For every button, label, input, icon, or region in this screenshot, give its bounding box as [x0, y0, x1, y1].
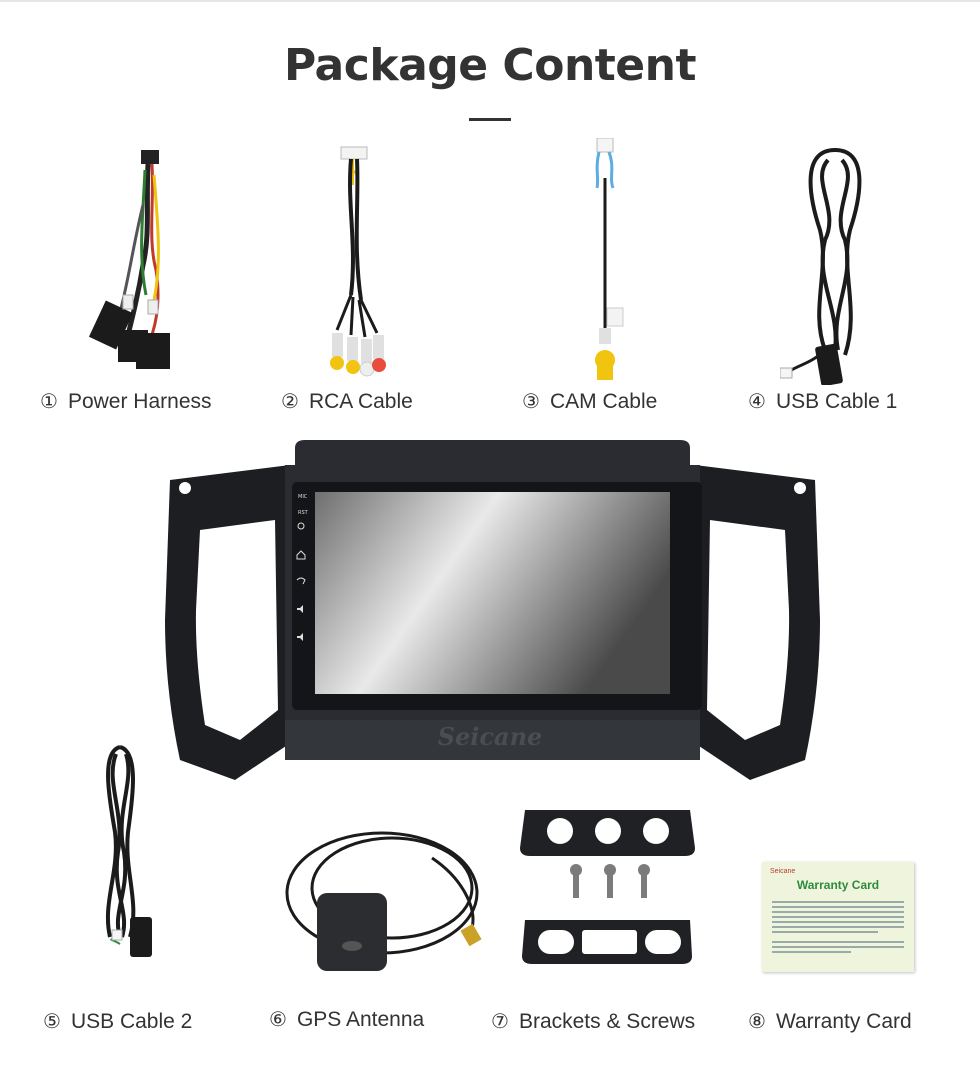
title-underline — [469, 118, 511, 121]
brand-logo: Seicane — [437, 722, 543, 751]
gps-antenna-icon — [282, 818, 497, 978]
head-unit-image: MIC RST — [160, 440, 825, 790]
top-divider — [0, 0, 980, 2]
brackets-screws-icon — [520, 798, 695, 978]
svg-text:RST: RST — [298, 510, 309, 516]
warranty-card-icon: Seicane Warranty Card — [762, 862, 914, 972]
svg-text:MIC: MIC — [298, 494, 308, 500]
warranty-card-brand: Seicane — [770, 868, 796, 875]
warranty-card-heading: Warranty Card — [796, 878, 880, 892]
cam-cable-icon — [585, 138, 635, 388]
usb-cable-icon — [780, 140, 890, 385]
warranty-card-body — [772, 898, 904, 956]
usb-cable-2-icon — [90, 742, 170, 957]
page-title: Package Content — [283, 40, 697, 91]
power-harness-icon — [88, 145, 188, 375]
rca-cable-icon — [323, 145, 393, 385]
